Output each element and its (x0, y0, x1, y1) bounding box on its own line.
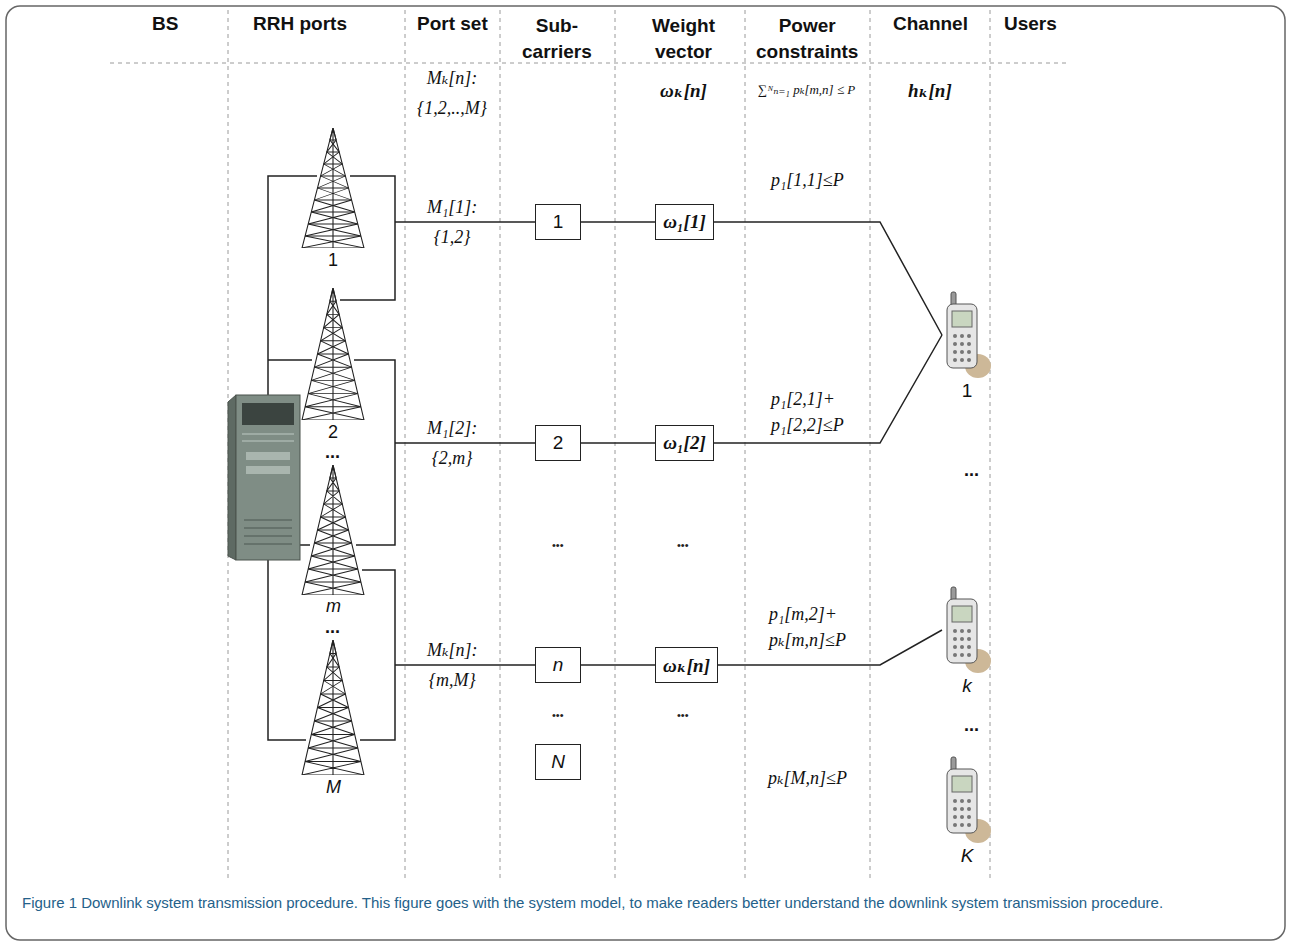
subcarrier-box: n (535, 647, 581, 683)
column-header: RRH ports (253, 13, 347, 35)
node-text: N (551, 751, 565, 773)
base-station-server (228, 395, 300, 560)
phone-shape (947, 757, 991, 843)
power-constraint: p₁[1,1]≤P (771, 170, 844, 191)
port-set-label: Mₖ[n]: {1,2,..,M} (417, 63, 487, 123)
ellipsis: ... (964, 716, 979, 734)
connector (581, 221, 655, 223)
node-text: k (942, 675, 992, 697)
phone-icon (942, 585, 992, 675)
weight-symbol: ωₖ[n] (660, 79, 707, 102)
rrh-towers (302, 128, 364, 775)
column-dividers (110, 10, 1070, 880)
phone-shape (947, 587, 991, 673)
column-header: Channel (893, 13, 968, 35)
port-set-brackets (340, 176, 535, 740)
connector (714, 335, 942, 443)
column-header: Sub- carriers (522, 13, 592, 65)
ellipsis: ... (964, 461, 979, 479)
port-set-label: Mₖ[n]: {m,M} (427, 635, 478, 695)
node-text: 1 (553, 211, 564, 233)
port-set-label: M₁[2]: {2,m} (427, 413, 477, 473)
subcarrier-box: N (535, 744, 581, 780)
power-constraint: p₁[m,2]+ pₖ[m,n]≤P (769, 601, 846, 653)
node-text: 2 (553, 432, 564, 454)
ellipsis: ••• (552, 538, 564, 552)
ellipsis: ... (325, 443, 340, 461)
user-phone: k (942, 585, 992, 697)
phone-icon (942, 290, 992, 380)
user-phone: 1 (942, 290, 992, 402)
figure-caption: Figure 1 Downlink system transmission pr… (22, 893, 1267, 913)
weight-box: ω₁[1] (655, 204, 714, 240)
node-text: 1 (942, 380, 992, 402)
phone-shape (947, 292, 991, 378)
weight-box: ω₁[2] (655, 425, 714, 461)
port-set-label: M₁[1]: {1,2} (427, 192, 477, 252)
node-text: ωₖ[n] (663, 654, 710, 677)
ellipsis: ••• (552, 708, 564, 722)
ellipsis: ... (325, 618, 340, 636)
subcarrier-box: 2 (535, 425, 581, 461)
column-header: Power constraints (756, 13, 858, 65)
port-number: m (326, 596, 341, 617)
port-number: M (326, 777, 341, 798)
node-text: ω₁[1] (663, 211, 706, 233)
ellipsis: ••• (677, 708, 689, 722)
column-header: Weight vector (652, 13, 715, 65)
column-header: Users (1004, 13, 1057, 35)
phone-icon (942, 755, 992, 845)
node-text: n (553, 654, 564, 676)
power-constraint: p₁[2,1]+ p₁[2,2]≤P (771, 386, 844, 438)
power-constraint: pₖ[M,n]≤P (768, 767, 847, 789)
ellipsis: ••• (677, 538, 689, 552)
figure-frame (6, 6, 1285, 940)
port-number: 1 (328, 250, 338, 271)
node-text: K (942, 845, 992, 867)
weight-box: ωₖ[n] (655, 647, 718, 683)
connector (581, 442, 655, 444)
connector (581, 664, 655, 666)
user-phone: K (942, 755, 992, 867)
power-formula: ∑ᴺₙ₌₁ pₖ[m,n] ≤ P (758, 82, 855, 98)
subcarrier-box: 1 (535, 204, 581, 240)
column-header: BS (152, 13, 178, 35)
port-number: 2 (328, 422, 338, 443)
column-header: Port set (417, 13, 488, 35)
channel-symbol: hₖ[n] (908, 79, 952, 102)
connector (714, 222, 942, 335)
node-text: ω₁[2] (663, 432, 706, 454)
